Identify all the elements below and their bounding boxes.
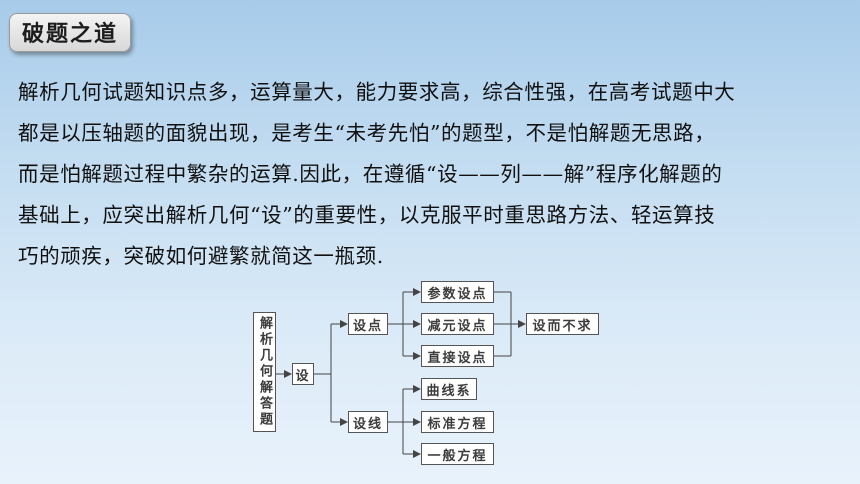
- she-dian-node: 设点: [348, 313, 388, 335]
- paragraph-line: 而是怕解题过程中繁杂的运算.因此，在遵循“设——列——解”程序化解题的: [18, 162, 723, 186]
- paragraph-line: 基础上，应突出解析几何“设”的重要性，以克服平时重思路方法、轻运算技: [18, 203, 716, 227]
- root-node: 解析几何解答题: [253, 312, 276, 432]
- line-method-node: 曲线系: [421, 378, 477, 400]
- she-node: 设: [292, 363, 314, 385]
- section-title-badge: 破题之道: [9, 13, 132, 52]
- body-paragraph: 解析几何试题知识点多，运算量大，能力要求高，综合性强，在高考试题中大 都是以压轴…: [18, 72, 844, 277]
- line-method-node: 一般方程: [421, 443, 494, 465]
- she-xian-node: 设线: [348, 411, 388, 433]
- paragraph-line: 都是以压轴题的面貌出现，是考生“未考先怕”的题型，不是怕解题无思路，: [18, 121, 716, 145]
- result-node: 设而不求: [526, 313, 599, 335]
- paragraph-line: 巧的顽疾，突破如何避繁就简这一瓶颈.: [18, 244, 384, 268]
- line-method-node: 标准方程: [421, 411, 494, 433]
- point-method-node: 直接设点: [421, 345, 494, 367]
- paragraph-line: 解析几何试题知识点多，运算量大，能力要求高，综合性强，在高考试题中大: [18, 80, 736, 104]
- point-method-node: 减元设点: [421, 313, 494, 335]
- point-method-node: 参数设点: [421, 281, 494, 303]
